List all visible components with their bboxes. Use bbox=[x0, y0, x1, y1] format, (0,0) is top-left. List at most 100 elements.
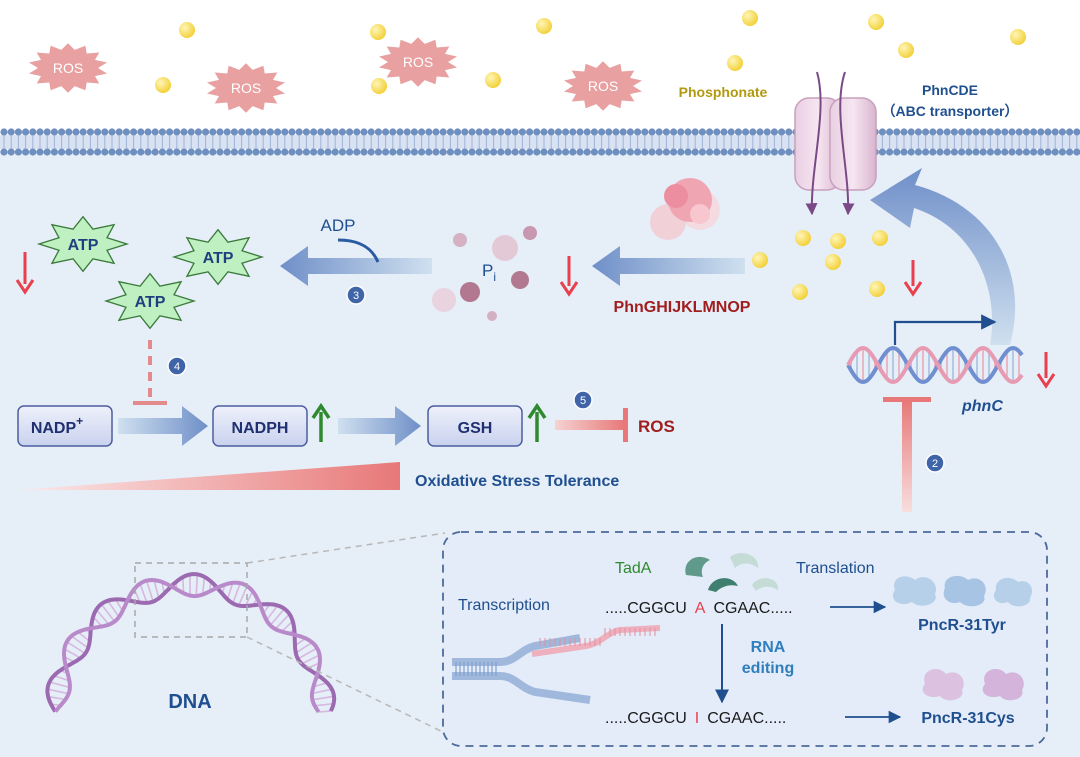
increase-arrow-icon bbox=[527, 402, 547, 442]
ros-label: ROS bbox=[403, 54, 433, 70]
tada-enzyme-icon bbox=[685, 553, 779, 592]
ros-label: ROS bbox=[53, 60, 83, 76]
atp-molecule-icon: ATP bbox=[103, 272, 197, 330]
step-number: 5 bbox=[580, 395, 586, 407]
translation-label: Translation bbox=[796, 560, 875, 577]
phosphonate-label: Phosphonate bbox=[679, 84, 768, 100]
product-cys-label: PncR-31Cys bbox=[921, 710, 1014, 727]
enzymes-label: PhnGHIJKLMNOP bbox=[614, 299, 751, 316]
rna-editing-label-2: editing bbox=[742, 660, 794, 677]
gsh-inhibits-ros-line bbox=[555, 420, 625, 430]
ros-label: ROS bbox=[588, 78, 618, 94]
phosphonate-dot bbox=[825, 254, 841, 270]
phosphonate-dot bbox=[792, 284, 808, 300]
gsh-box: GSH bbox=[427, 405, 523, 447]
gene-inhibition-bar bbox=[883, 397, 931, 402]
step-badge: 5 bbox=[573, 390, 593, 410]
nadp-plus-box: NADP+ bbox=[17, 405, 113, 447]
step-badge: 2 bbox=[925, 453, 945, 473]
phosphonate-dot bbox=[1010, 29, 1026, 45]
zoom-line-top bbox=[246, 532, 446, 564]
phosphonate-dot bbox=[898, 42, 914, 58]
product-tyr-label: PncR-31Tyr bbox=[918, 617, 1006, 634]
dna-zoom-region bbox=[134, 562, 248, 638]
adp-input-curve bbox=[337, 238, 380, 263]
phosphonate-dot bbox=[536, 18, 552, 34]
ros-molecule: ROS bbox=[29, 43, 107, 93]
step-badge: 3 bbox=[346, 285, 366, 305]
transporter-type: （ABC transporter） bbox=[882, 103, 1019, 119]
adp-label: ADP bbox=[321, 216, 356, 235]
phosphonate-dot bbox=[830, 233, 846, 249]
decrease-arrow-icon bbox=[1036, 352, 1056, 389]
phosphonate-dot bbox=[872, 230, 888, 246]
transporter-name: PhnCDE bbox=[922, 82, 978, 98]
tyr-protein-icon bbox=[892, 575, 1033, 607]
transcription-dna-icon bbox=[452, 625, 661, 704]
phosphonate-dot bbox=[869, 281, 885, 297]
tolerance-wedge bbox=[18, 462, 400, 490]
phosphonate-dot bbox=[742, 10, 758, 26]
nadp-to-nadph-arrow bbox=[118, 406, 208, 446]
svg-text:NADPH: NADPH bbox=[232, 420, 289, 437]
decrease-arrow-icon bbox=[559, 256, 579, 297]
phosphonate-dot bbox=[868, 14, 884, 30]
phosphonate-dot bbox=[179, 22, 195, 38]
increase-arrow-icon bbox=[311, 402, 331, 442]
atp-label: ATP bbox=[203, 250, 234, 267]
cell-membrane bbox=[0, 128, 1080, 156]
ros-molecule: ROS bbox=[207, 63, 285, 113]
atp-molecule-icon: ATP bbox=[36, 215, 130, 273]
phncde-transporter-icon bbox=[794, 71, 877, 216]
ros-molecule: ROS bbox=[379, 37, 457, 87]
decrease-arrow-icon bbox=[903, 260, 923, 297]
phnc-gene-icon bbox=[846, 346, 1024, 384]
rna-editing-label-1: RNA bbox=[751, 639, 786, 656]
zoom-line-bottom bbox=[246, 636, 446, 734]
nadph-box: NADPH bbox=[212, 405, 308, 447]
pi-molecules bbox=[432, 226, 537, 321]
ros-label: ROS bbox=[231, 80, 261, 96]
ros-target-label: ROS bbox=[638, 417, 675, 436]
dna-circle-icon bbox=[45, 572, 337, 714]
tolerance-label: Oxidative Stress Tolerance bbox=[415, 473, 619, 490]
cys-protein-icon bbox=[922, 669, 1024, 701]
step-number: 3 bbox=[353, 290, 359, 302]
phosphonate-dot bbox=[795, 230, 811, 246]
phosphonate-dot bbox=[370, 24, 386, 40]
phnc-expression-arrow bbox=[870, 168, 1016, 345]
atp-molecule-icon: ATP bbox=[171, 228, 265, 286]
svg-text:NADP+: NADP+ bbox=[31, 414, 83, 437]
gene-label: phnC bbox=[961, 398, 1003, 415]
svg-text:GSH: GSH bbox=[458, 420, 493, 437]
phosphonate-dot bbox=[371, 78, 387, 94]
enzyme-cluster-icon bbox=[650, 178, 720, 240]
atp-label: ATP bbox=[135, 294, 166, 311]
phosphonate-to-pi-arrow bbox=[592, 246, 745, 286]
ros-molecule: ROS bbox=[564, 61, 642, 111]
phosphonate-dot bbox=[155, 77, 171, 93]
gsh-inhibits-ros-bar bbox=[623, 408, 628, 442]
phosphonate-molecules bbox=[155, 10, 1026, 94]
phosphonate-molecules-inside bbox=[752, 230, 888, 300]
phosphonate-dot bbox=[752, 252, 768, 268]
gene-inhibition-line bbox=[902, 400, 912, 512]
phosphonate-dot bbox=[485, 72, 501, 88]
pi-to-atp-arrow bbox=[280, 246, 432, 286]
dna-label: DNA bbox=[168, 691, 211, 713]
tada-label: TadA bbox=[615, 560, 652, 577]
phosphonate-dot bbox=[727, 55, 743, 71]
transcription-start-arrow bbox=[893, 314, 997, 345]
decrease-arrow-icon bbox=[15, 252, 35, 295]
step-number: 2 bbox=[932, 458, 938, 470]
pi-label: Pi bbox=[482, 261, 496, 284]
atp-label: ATP bbox=[68, 237, 99, 254]
step-badge: 4 bbox=[167, 356, 187, 376]
step-number: 4 bbox=[174, 361, 180, 373]
nadph-to-gsh-arrow bbox=[338, 406, 421, 446]
transcription-label: Transcription bbox=[458, 597, 550, 614]
